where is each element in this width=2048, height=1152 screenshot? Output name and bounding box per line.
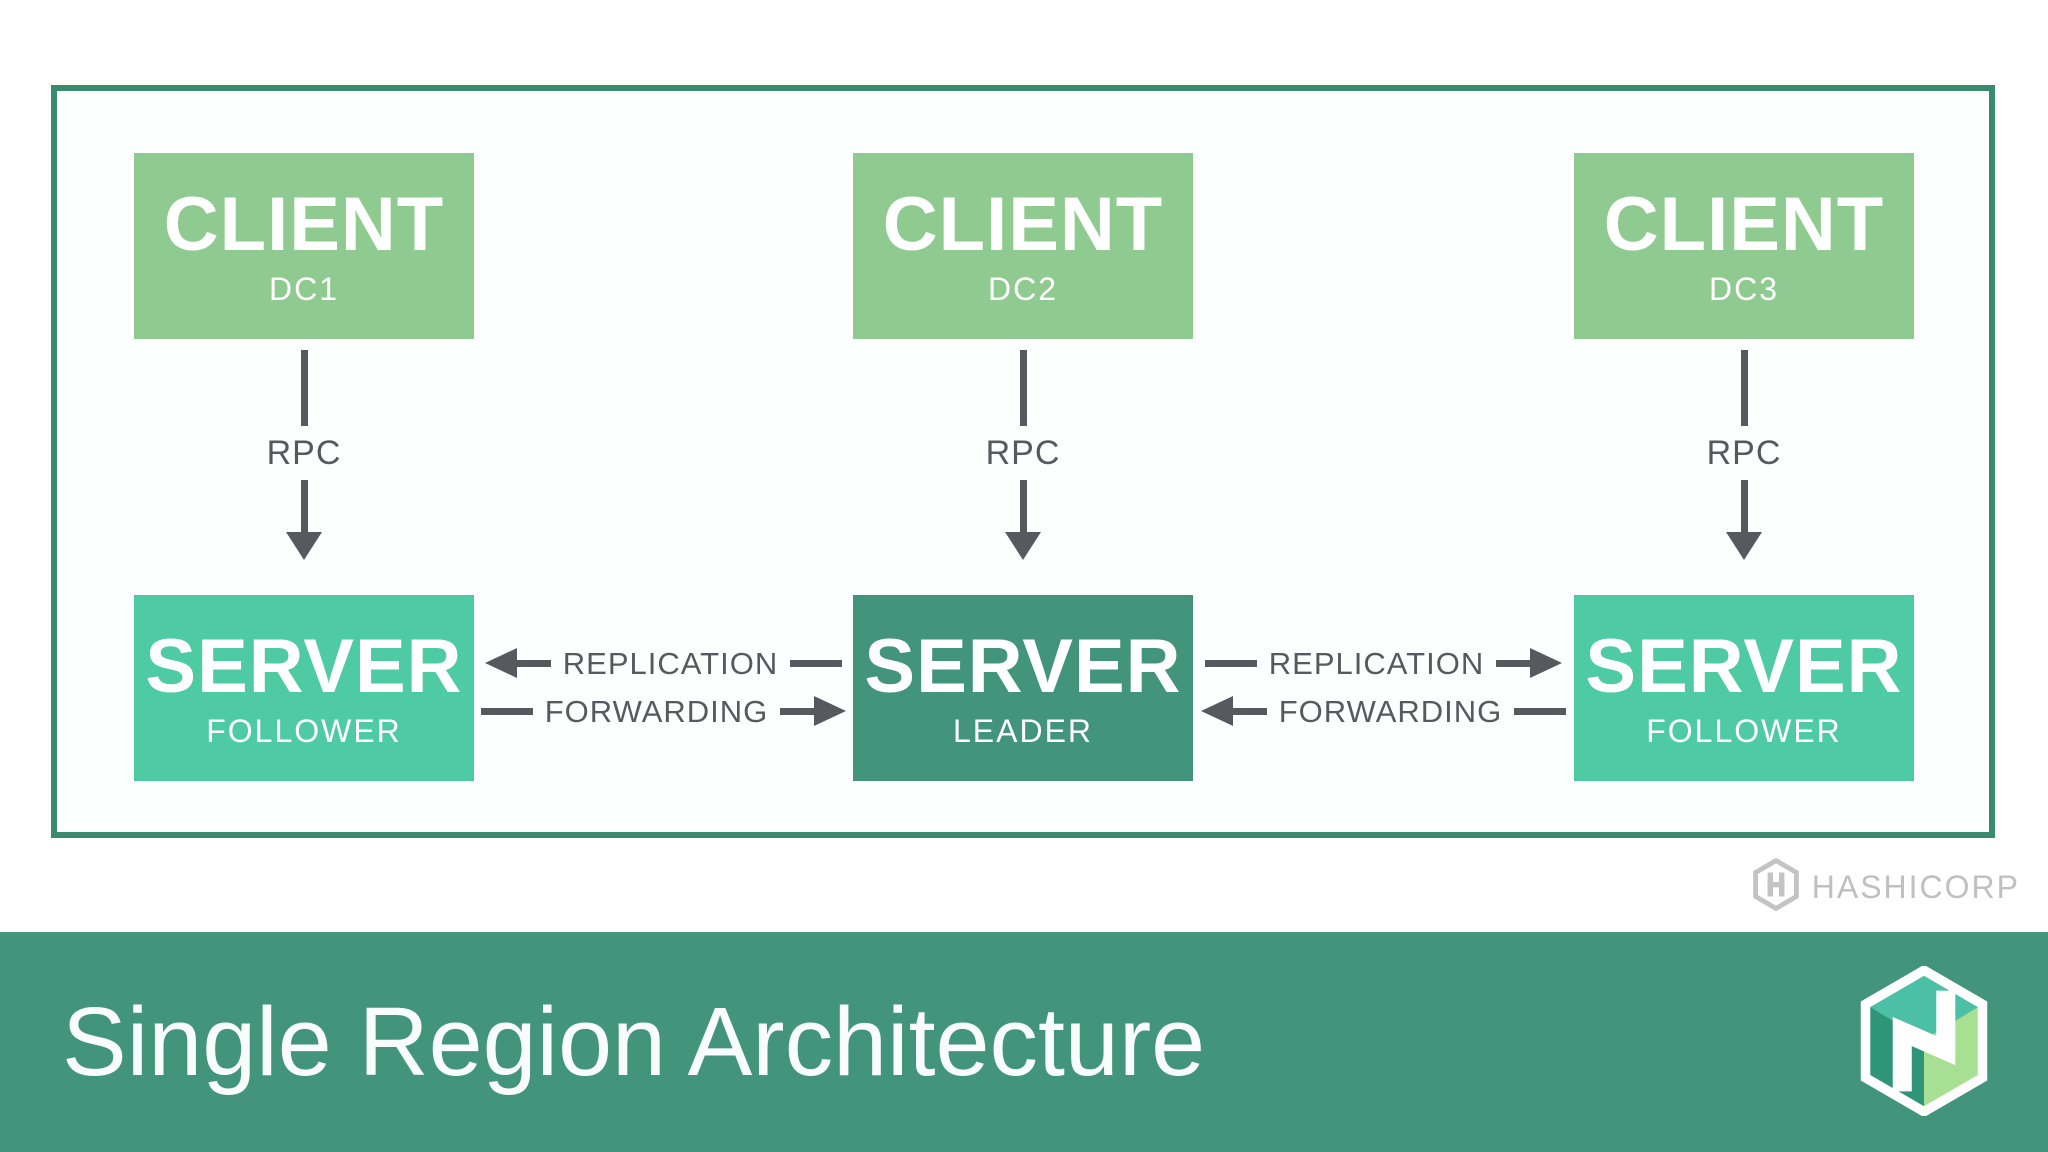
forwarding-label: FORWARDING bbox=[544, 693, 769, 729]
replication-label: REPLICATION bbox=[1268, 645, 1485, 681]
arrow-right-icon bbox=[814, 696, 847, 726]
connector-dash bbox=[790, 659, 843, 667]
client-dc3-title: CLIENT bbox=[1603, 182, 1885, 267]
forwarding-row-left: FORWARDING bbox=[474, 694, 853, 728]
arrow-down-icon bbox=[1005, 532, 1041, 560]
server-follower-right-title: SERVER bbox=[1585, 624, 1903, 709]
arrow-down-icon bbox=[286, 532, 322, 560]
rpc-line-bottom bbox=[1740, 480, 1748, 532]
slide-title: Single Region Architecture bbox=[62, 987, 1206, 1096]
replication-label: REPLICATION bbox=[562, 645, 779, 681]
connector-left: REPLICATION FORWARDING bbox=[474, 646, 853, 728]
arrow-left-icon bbox=[1200, 696, 1233, 726]
rpc-arrow-dc3: RPC bbox=[1674, 350, 1814, 564]
server-leader-title: SERVER bbox=[864, 624, 1182, 709]
hashicorp-brand-text: HASHICORP bbox=[1811, 869, 2020, 905]
hashicorp-watermark: HASHICORP bbox=[1752, 857, 2020, 916]
client-dc2-box: CLIENT DC2 bbox=[853, 153, 1193, 339]
server-leader-box: SERVER LEADER bbox=[853, 595, 1193, 781]
rpc-label-dc2: RPC bbox=[985, 434, 1061, 472]
hashicorp-h-hexagon-icon bbox=[1752, 857, 1800, 916]
rpc-line-bottom bbox=[1019, 480, 1027, 532]
forwarding-label: FORWARDING bbox=[1278, 693, 1503, 729]
replication-row-right: REPLICATION bbox=[1193, 646, 1574, 680]
footer-bar: Single Region Architecture bbox=[0, 932, 2048, 1152]
arrow-right-icon bbox=[1530, 648, 1563, 678]
connector-dash bbox=[1232, 707, 1267, 715]
server-follower-left-subtitle: FOLLOWER bbox=[206, 713, 402, 749]
rpc-line-top bbox=[1740, 350, 1748, 426]
arrow-down-icon bbox=[1726, 532, 1762, 560]
rpc-label-dc1: RPC bbox=[266, 434, 342, 472]
client-dc3-box: CLIENT DC3 bbox=[1574, 153, 1914, 339]
connector-right: REPLICATION FORWARDING bbox=[1193, 646, 1574, 728]
forwarding-row-right: FORWARDING bbox=[1193, 694, 1574, 728]
server-follower-left-title: SERVER bbox=[145, 624, 463, 709]
client-dc1-title: CLIENT bbox=[163, 182, 445, 267]
rpc-label-dc3: RPC bbox=[1706, 434, 1782, 472]
client-dc2-title: CLIENT bbox=[882, 182, 1164, 267]
arrow-left-icon bbox=[484, 648, 517, 678]
connector-dash bbox=[1204, 659, 1257, 667]
rpc-arrow-dc1: RPC bbox=[234, 350, 374, 564]
connector-dash bbox=[1514, 707, 1567, 715]
rpc-line-top bbox=[300, 350, 308, 426]
replication-row-left: REPLICATION bbox=[474, 646, 853, 680]
client-dc3-subtitle: DC3 bbox=[1708, 271, 1779, 307]
server-follower-right-box: SERVER FOLLOWER bbox=[1574, 595, 1914, 781]
server-leader-subtitle: LEADER bbox=[952, 713, 1094, 749]
server-follower-right-subtitle: FOLLOWER bbox=[1646, 713, 1842, 749]
client-dc1-box: CLIENT DC1 bbox=[134, 153, 474, 339]
rpc-line-top bbox=[1019, 350, 1027, 426]
nomad-cube-logo-icon bbox=[1856, 964, 1992, 1121]
connector-dash bbox=[780, 707, 815, 715]
connector-dash bbox=[1496, 659, 1531, 667]
connector-dash bbox=[480, 707, 533, 715]
server-follower-left-box: SERVER FOLLOWER bbox=[134, 595, 474, 781]
rpc-arrow-dc2: RPC bbox=[953, 350, 1093, 564]
rpc-line-bottom bbox=[300, 480, 308, 532]
connector-dash bbox=[516, 659, 551, 667]
client-dc2-subtitle: DC2 bbox=[987, 271, 1058, 307]
client-dc1-subtitle: DC1 bbox=[268, 271, 339, 307]
